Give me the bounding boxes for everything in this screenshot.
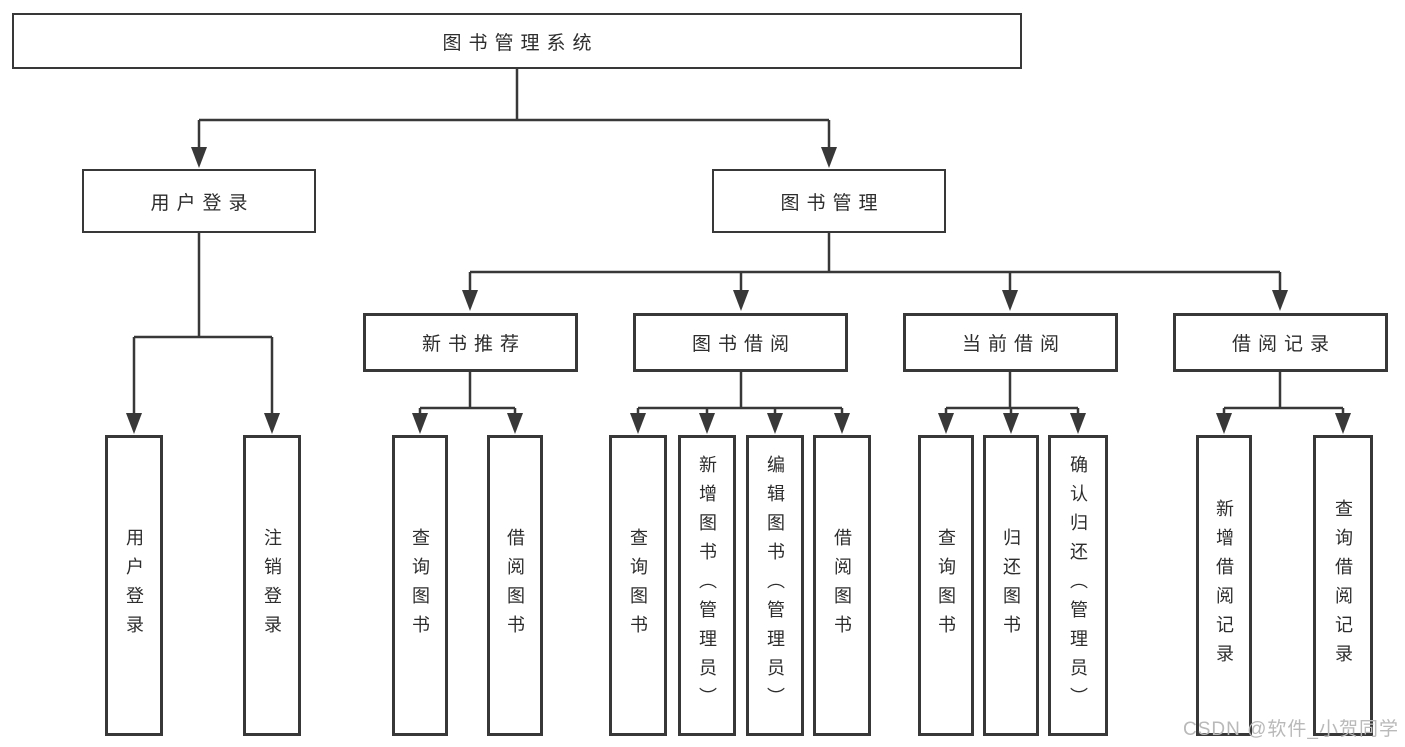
node-book-borrowing: 图书借阅 — [633, 313, 848, 372]
node-user-login: 用户登录 — [82, 169, 316, 233]
leaf-query-borrow-record-label: 查询借阅记录 — [1333, 498, 1353, 673]
leaf-query-books-borrowing-label: 查询图书 — [628, 527, 648, 644]
leaf-borrow-books-recommend: 借阅图书 — [487, 435, 543, 736]
csdn-watermark: CSDN @软件_小贺同学 — [1183, 719, 1399, 740]
leaf-query-borrow-record: 查询借阅记录 — [1313, 435, 1373, 736]
leaf-add-borrow-record: 新增借阅记录 — [1196, 435, 1252, 736]
leaf-logout-label: 注销登录 — [262, 527, 282, 644]
leaf-add-borrow-record-label: 新增借阅记录 — [1214, 498, 1234, 673]
node-book-management: 图书管理 — [712, 169, 946, 233]
leaf-confirm-return-admin: 确认归还（管理员） — [1048, 435, 1108, 736]
leaf-query-books-current: 查询图书 — [918, 435, 974, 736]
leaf-add-books-admin-label: 新增图书（管理员） — [697, 455, 717, 716]
leaf-borrow-books-borrowing-label: 借阅图书 — [832, 527, 852, 644]
node-borrowing-records: 借阅记录 — [1173, 313, 1388, 372]
node-library-system: 图书管理系统 — [12, 13, 1022, 69]
node-current-borrowing: 当前借阅 — [903, 313, 1118, 372]
leaf-user-login: 用户登录 — [105, 435, 163, 736]
leaf-add-books-admin: 新增图书（管理员） — [678, 435, 736, 736]
node-new-book-recommend: 新书推荐 — [363, 313, 578, 372]
leaf-query-books-borrowing: 查询图书 — [609, 435, 667, 736]
leaf-user-login-label: 用户登录 — [124, 527, 144, 644]
leaf-query-books-recommend: 查询图书 — [392, 435, 448, 736]
leaf-edit-books-admin-label: 编辑图书（管理员） — [765, 455, 785, 716]
leaf-confirm-return-admin-label: 确认归还（管理员） — [1068, 455, 1088, 716]
leaf-query-books-current-label: 查询图书 — [936, 527, 956, 644]
leaf-edit-books-admin: 编辑图书（管理员） — [746, 435, 804, 736]
leaf-borrow-books-recommend-label: 借阅图书 — [505, 527, 525, 644]
leaf-query-books-recommend-label: 查询图书 — [410, 527, 430, 644]
leaf-return-books: 归还图书 — [983, 435, 1039, 736]
leaf-logout: 注销登录 — [243, 435, 301, 736]
leaf-borrow-books-borrowing: 借阅图书 — [813, 435, 871, 736]
leaf-return-books-label: 归还图书 — [1001, 527, 1021, 644]
